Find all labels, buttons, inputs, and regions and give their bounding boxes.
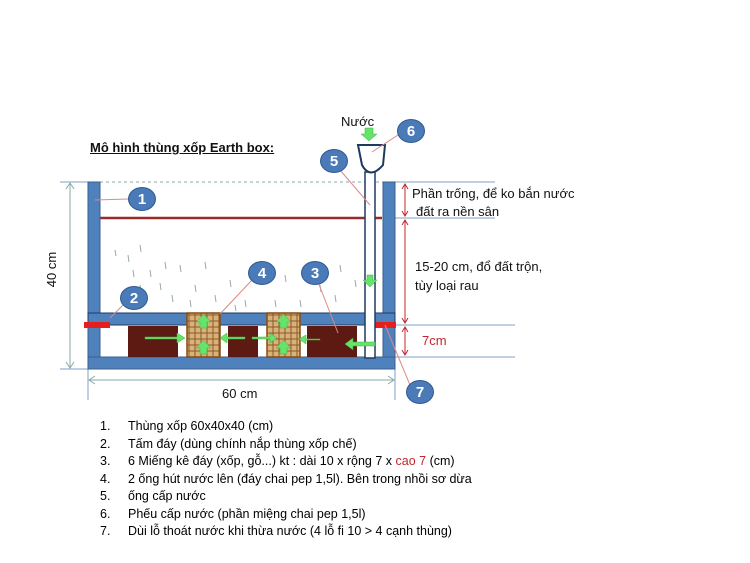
legend-item: 4. 2 ống hút nước lên (đáy chai pep 1,5l)… (100, 471, 472, 489)
soil-label-2: tùy loại rau (415, 278, 479, 293)
bottom-plate (87, 312, 396, 326)
empty-space-label-1: Phần trống, để ko bắn nước (412, 186, 575, 201)
legend-number: 7. (100, 524, 111, 538)
legend-text: Dùi lỗ thoát nước khi thừa nước (4 lỗ fi… (128, 524, 452, 538)
legend-number: 5. (100, 489, 111, 503)
height-label: 40 cm (44, 251, 60, 288)
empty-space-label-2: đất ra nền sân (416, 204, 500, 219)
badge-7: 7 (406, 380, 434, 404)
badge-3: 3 (301, 261, 329, 285)
legend-text: Tấm đáy (dùng chính nắp thùng xốp chế) (128, 436, 357, 451)
leader-lines (94, 134, 411, 386)
legend-text-tail: (cm) (426, 454, 455, 468)
dimension-arrows (65, 182, 395, 385)
legend-text: ống cấp nước (128, 489, 206, 503)
water-supply-pipe (364, 171, 376, 359)
legend-text: 6 Miếng kê đáy (xốp, gỗ...) kt : dài 10 … (128, 454, 396, 468)
water-flow-arrows (144, 127, 378, 355)
legend-list: 1. Thùng xốp 60x40x40 (cm) 2. Tấm đáy (dùn… (100, 418, 472, 541)
funnel (356, 144, 387, 174)
support-blocks (128, 326, 357, 357)
drain-holes (84, 322, 396, 328)
badge-2: 2 (120, 286, 148, 310)
legend-item: 5. ống cấp nước (100, 488, 472, 506)
legend-number: 3. (100, 454, 111, 468)
width-label: 60 cm (222, 386, 258, 401)
legend-item: 6. Phếu cấp nước (phần miệng chai pep 1,5… (100, 506, 472, 524)
water-label: Nước (341, 114, 375, 129)
legend-item: 3. 6 Miếng kê đáy (xốp, gỗ...) kt : dài 1… (100, 453, 472, 471)
badge-1: 1 (128, 187, 156, 211)
legend-item: 7. Dùi lỗ thoát nước khi thừa nước (4 lỗ … (100, 523, 472, 541)
reservoir-label: 7cm (422, 333, 447, 348)
right-dimension-arrows (401, 183, 409, 356)
dimension-guides (60, 181, 515, 400)
legend-text-highlight: cao 7 (395, 454, 427, 468)
badge-5: 5 (320, 149, 348, 173)
legend-text: Thùng xốp 60x40x40 (cm) (128, 419, 274, 433)
legend-text: Phếu cấp nước (phần miệng chai pep 1,5l) (128, 506, 366, 521)
legend-text: 2 ống hút nước lên (đáy chai pep 1,5l). … (128, 471, 472, 486)
legend-number: 1. (100, 419, 111, 433)
soil-label-1: 15-20 cm, đổ đất trộn, (415, 259, 543, 274)
legend-item: 2. Tấm đáy (dùng chính nắp thùng xốp chế) (100, 436, 472, 454)
legend-number: 4. (100, 471, 111, 486)
legend-number: 2. (100, 436, 111, 451)
badge-4: 4 (248, 261, 276, 285)
legend-item: 1. Thùng xốp 60x40x40 (cm) (100, 418, 472, 436)
badge-6: 6 (397, 119, 425, 143)
legend-number: 6. (100, 506, 111, 521)
diagram-title: Mô hình thùng xốp Earth box: (90, 140, 275, 155)
